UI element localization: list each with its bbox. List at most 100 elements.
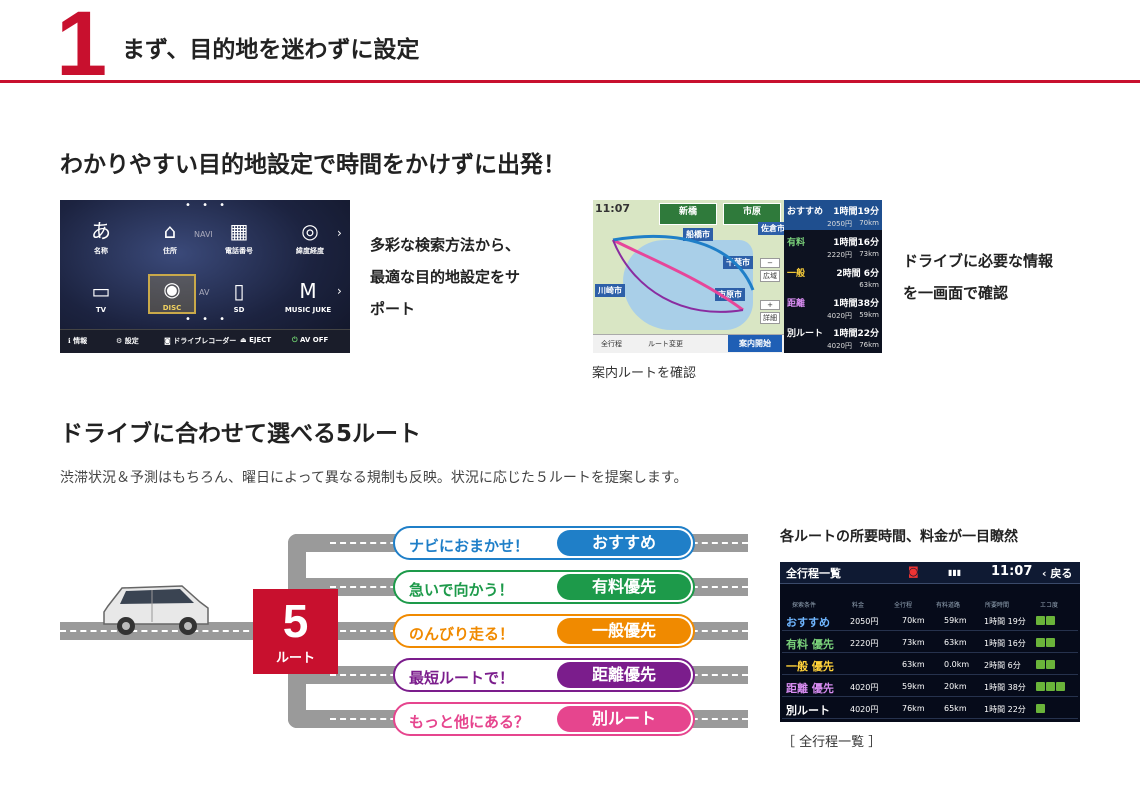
overview-cell: 2時間 6分: [984, 661, 1021, 670]
route-option-label: 別ルート: [557, 706, 691, 732]
overview-caption: ［ 全行程一覧 ］: [782, 735, 882, 750]
overview-heading: 各ルートの所要時間、料金が一目瞭然: [780, 529, 1018, 545]
map-clock: 11:07: [595, 202, 631, 215]
overview-cell: 2220円: [850, 639, 879, 648]
overview-cell: 一般 優先: [786, 660, 834, 673]
page-dots-top: • • •: [185, 200, 230, 211]
overview-cell: 63km: [944, 638, 967, 647]
info-description: ドライブに必要な情報 を一画面で確認: [903, 252, 1054, 302]
section-title: まず、目的地を迷わずに設定: [122, 37, 420, 63]
map-caption: 案内ルートを確認: [592, 366, 697, 381]
route-option-text: もっと他にある？: [409, 713, 530, 731]
overview-cell: 63km: [902, 660, 925, 669]
eco-leaves-icon: [1036, 682, 1066, 693]
eco-leaves-icon: [1036, 660, 1056, 671]
info-icon: ℹ: [68, 337, 74, 345]
overview-cell: 20km: [944, 682, 967, 691]
main-road-marking: [60, 630, 300, 632]
camera-icon: ◙: [164, 337, 174, 345]
route-option-recommended: ナビにおまかせ！ おすすめ: [393, 526, 695, 560]
routes-heading: ドライブに合わせて選べる5ルート: [60, 421, 422, 447]
overview-cell: 1時間 38分: [984, 683, 1026, 692]
overview-cell: 4020円: [850, 705, 879, 714]
overview-cell: 70km: [902, 616, 925, 625]
chevron-right-icon: ›: [337, 226, 342, 240]
route-row: 別ルート 1時間22分 4020円 76km: [787, 329, 879, 350]
start-guidance-button: 案内開始: [728, 335, 782, 352]
route-option-text: 急いで向かう！: [409, 581, 514, 599]
sd-icon: ▯SD: [233, 279, 245, 314]
overview-cell: 4020円: [850, 683, 879, 692]
route-map-screenshot: 11:07 新橋 市原 船橋市 千葉市 川崎市 市原市 佐倉市 − 広域 + 詳…: [593, 200, 882, 353]
routes-body-text: 渋滞状況＆予測はもちろん、曜日によって異なる規制も反映。状況に応じた５ルートを提…: [60, 470, 688, 486]
tv-icon: ▭TV: [91, 279, 111, 314]
destination-heading: わかりやすい目的地設定で時間をかけずに出発！: [60, 152, 566, 178]
navi-tag: NAVI: [194, 230, 213, 239]
chevron-right-icon: ›: [337, 284, 342, 298]
zoom-in-button: +: [760, 300, 780, 310]
search-name-icon: あ名称: [91, 219, 111, 255]
overview-row: 一般 優先 63km 0.0km 2時間 6分: [782, 656, 1078, 675]
drive-recorder-item: ◙ ドライブレコーダー: [164, 337, 237, 345]
overview-cell: 65km: [944, 704, 967, 713]
overview-cell: 76km: [902, 704, 925, 713]
eco-leaves-icon: [1036, 616, 1056, 627]
five-routes-badge: 5 ルート: [253, 589, 338, 674]
av-tag: AV: [199, 288, 210, 297]
section-number: 1: [56, 0, 107, 95]
disc-icon: ◉DISC: [148, 274, 196, 314]
full-route-item: 全行程: [601, 340, 622, 348]
route-option-general: のんびり走る！ 一般優先: [393, 614, 695, 648]
junction-sign-ichihara: 市原: [723, 203, 781, 225]
camera-icon: ◙: [908, 565, 919, 578]
detail-label: 詳細: [760, 312, 780, 324]
wide-area-label: 広域: [760, 270, 780, 282]
zoom-out-button: −: [760, 258, 780, 268]
overview-cell: 73km: [902, 638, 925, 647]
search-description: 多彩な検索方法から、 最適な目的地設定をサ ポート: [370, 236, 521, 318]
overview-cell: 別ルート: [786, 704, 830, 717]
overview-cell: 0.0km: [944, 660, 970, 669]
page-dots-bottom: • • •: [185, 314, 230, 325]
route-option-text: 最短ルートで！: [409, 669, 515, 687]
overview-cell: 1時間 19分: [984, 617, 1026, 626]
search-phone-icon: ▦電話番号: [225, 219, 253, 255]
route-lines: [612, 235, 755, 313]
section-header: 1 まず、目的地を迷わずに設定: [0, 0, 1140, 95]
route-row: おすすめ 1時間19分 2050円 70km: [784, 200, 882, 230]
route-option-label: 一般優先: [557, 618, 691, 644]
eco-leaves-icon: [1036, 638, 1056, 649]
overview-cell: おすすめ: [786, 616, 830, 629]
back-button: ‹ 戻る: [1042, 567, 1073, 580]
navi-menu-screenshot: • • • あ名称 ⌂住所 NAVI ▦電話番号 ◎緯度経度 › ▭TV ◉DI…: [60, 200, 350, 353]
gear-icon: ⚙: [116, 337, 125, 345]
av-off-item: ⏻ AV OFF: [292, 336, 329, 344]
route-option-text: ナビにおまかせ！: [409, 537, 530, 555]
overview-cell: 距離 優先: [786, 682, 834, 695]
route-option-label: 有料優先: [557, 574, 691, 600]
junction-sign-shinbashi: 新橋: [659, 203, 717, 225]
route-row: 有料 1時間16分 2220円 73km: [787, 238, 879, 259]
settings-item: ⚙ 設定: [116, 337, 139, 345]
overview-title-bar: 全行程一覧 ◙ ▮▮▮ 11:07 ‹ 戻る: [780, 562, 1080, 584]
route-option-text: のんびり走る！: [409, 625, 515, 643]
route-change-item: ルート変更: [648, 340, 683, 348]
overview-cell: 2050円: [850, 617, 879, 626]
route-option-toll: 急いで向かう！ 有料優先: [393, 570, 695, 604]
city-label: 市原市: [715, 288, 745, 301]
route-option-label: おすすめ: [557, 530, 691, 556]
overview-cell: 1時間 16分: [984, 639, 1026, 648]
minivan-icon: [103, 585, 209, 635]
overview-clock: 11:07: [991, 564, 1033, 579]
search-address-icon: ⌂住所: [163, 219, 177, 255]
eject-icon: ⏏: [240, 336, 250, 344]
city-label: 船橋市: [683, 228, 713, 241]
power-icon: ⏻: [292, 336, 300, 344]
full-route-list-screenshot: 全行程一覧 ◙ ▮▮▮ 11:07 ‹ 戻る 探索条件 料金 全行程 有料道路 …: [780, 562, 1080, 722]
navi-bottom-bar: ℹ 情報 ⚙ 設定 ◙ ドライブレコーダー ⏏ EJECT ⏻ AV OFF: [60, 329, 350, 353]
